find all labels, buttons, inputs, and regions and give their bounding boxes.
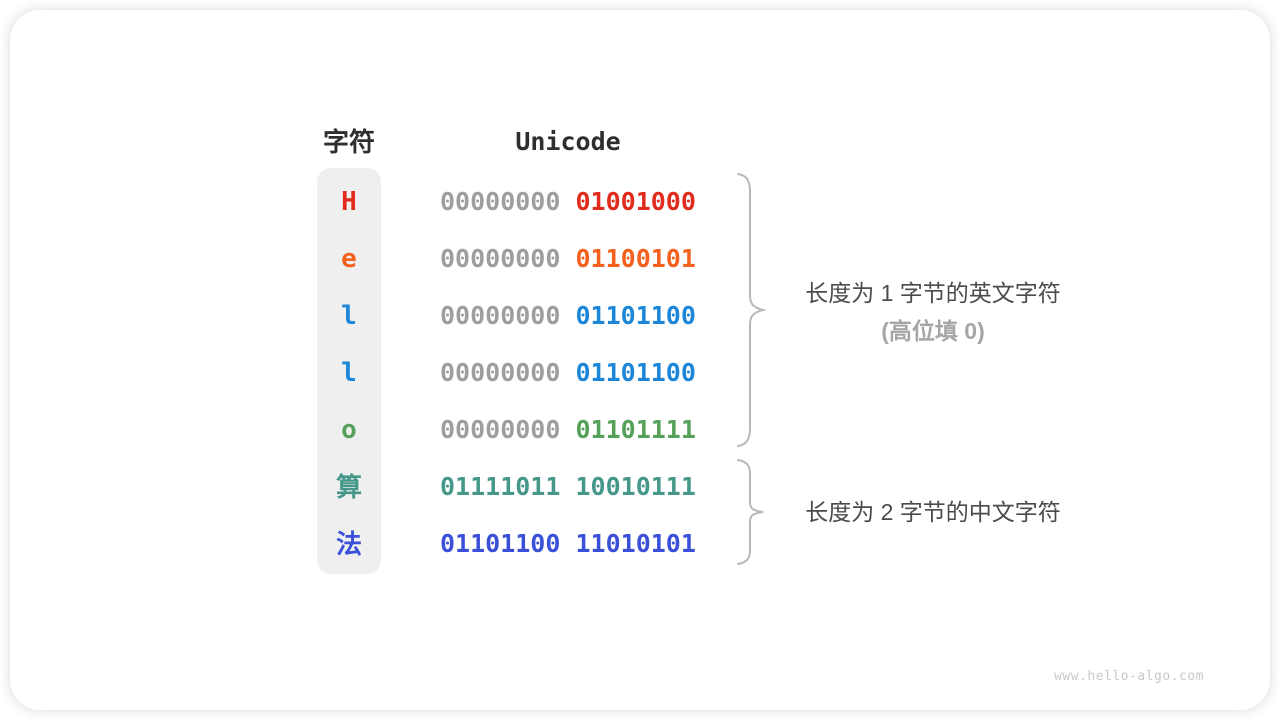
annotation-subline: (高位填 0) [881, 318, 985, 344]
table-row: l 00000000 01101100 [10, 296, 1280, 336]
character-cell: 法 [335, 529, 362, 559]
low-byte: 01001000 [575, 187, 696, 216]
character-cell: o [341, 415, 357, 445]
high-byte: 01111011 [440, 472, 561, 501]
watermark: www.hello-algo.com [1054, 669, 1204, 684]
table-row: l 00000000 01101100 [10, 353, 1280, 393]
diagram-card: 字符 Unicode H 00000000 01001000 e 0000000… [10, 10, 1270, 710]
unicode-bits: 00000000 01101100 [440, 353, 696, 393]
brace-group-english [737, 173, 766, 447]
low-byte: 01100101 [575, 244, 696, 273]
annotation-chinese-group: 长度为 2 字节的中文字符 [755, 493, 1111, 531]
table-row: 算 01111011 10010111 [10, 467, 1280, 507]
low-byte: 01101111 [575, 415, 696, 444]
annotation-line: 长度为 2 字节的中文字符 [805, 499, 1061, 525]
high-byte: 00000000 [440, 301, 561, 330]
high-byte: 01101100 [440, 529, 561, 558]
high-byte: 00000000 [440, 244, 561, 273]
unicode-bits: 01111011 10010111 [440, 467, 696, 507]
unicode-bits: 00000000 01100101 [440, 239, 696, 279]
table-row: o 00000000 01101111 [10, 410, 1280, 450]
unicode-bits: 00000000 01101100 [440, 296, 696, 336]
column-header-unicode: Unicode [515, 127, 621, 156]
low-byte: 10010111 [575, 472, 696, 501]
column-header-character: 字符 [322, 127, 375, 157]
character-cell: l [341, 358, 357, 388]
character-cell: H [341, 187, 357, 217]
character-column-background [317, 168, 381, 574]
character-cell: l [341, 301, 357, 331]
unicode-bits: 00000000 01001000 [440, 182, 696, 222]
high-byte: 00000000 [440, 187, 561, 216]
low-byte: 01101100 [575, 301, 696, 330]
table-row: e 00000000 01100101 [10, 239, 1280, 279]
table-row: 法 01101100 11010101 [10, 524, 1280, 564]
unicode-bits: 01101100 11010101 [440, 524, 696, 564]
low-byte: 01101100 [575, 358, 696, 387]
annotation-english-group: 长度为 1 字节的英文字符 (高位填 0) [755, 274, 1111, 350]
table-row: H 00000000 01001000 [10, 182, 1280, 222]
brace-group-chinese [737, 459, 764, 565]
character-cell: e [341, 244, 357, 274]
low-byte: 11010101 [575, 529, 696, 558]
high-byte: 00000000 [440, 415, 561, 444]
high-byte: 00000000 [440, 358, 561, 387]
annotation-line: 长度为 1 字节的英文字符 [805, 280, 1061, 306]
character-cell: 算 [335, 472, 362, 502]
unicode-bits: 00000000 01101111 [440, 410, 696, 450]
